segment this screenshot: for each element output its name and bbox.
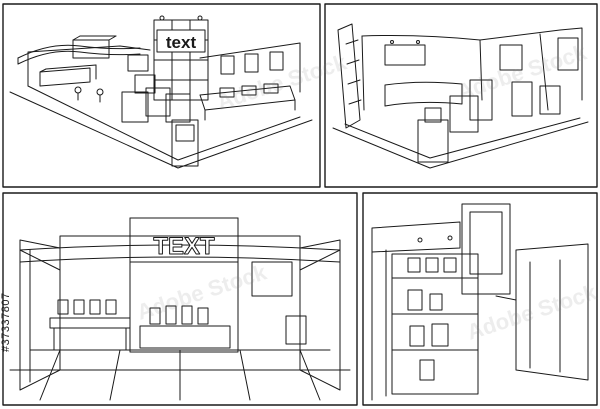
panel-frame-bottom-right bbox=[362, 192, 598, 406]
stock-id-label: #37337807 bbox=[0, 292, 12, 352]
svg-text:Adobe Stock: Adobe Stock bbox=[464, 279, 600, 345]
booth-1-sign-text: text bbox=[166, 33, 197, 52]
booth-sketch-2 bbox=[332, 23, 589, 169]
booth-sketch-3 bbox=[9, 217, 351, 401]
booth-3-sign-text: TEXT bbox=[153, 233, 215, 260]
stock-watermark: Adobe Stock Adobe Stock Adobe Stock Adob… bbox=[134, 39, 600, 345]
svg-text:Adobe Stock: Adobe Stock bbox=[134, 259, 270, 325]
booth-sketch-1 bbox=[9, 15, 313, 169]
panel-frame-top-left bbox=[2, 3, 321, 188]
panel-frame-bottom-left bbox=[2, 192, 358, 406]
booth-sketch-4 bbox=[371, 203, 589, 401]
panel-frame-top-right bbox=[324, 3, 598, 188]
